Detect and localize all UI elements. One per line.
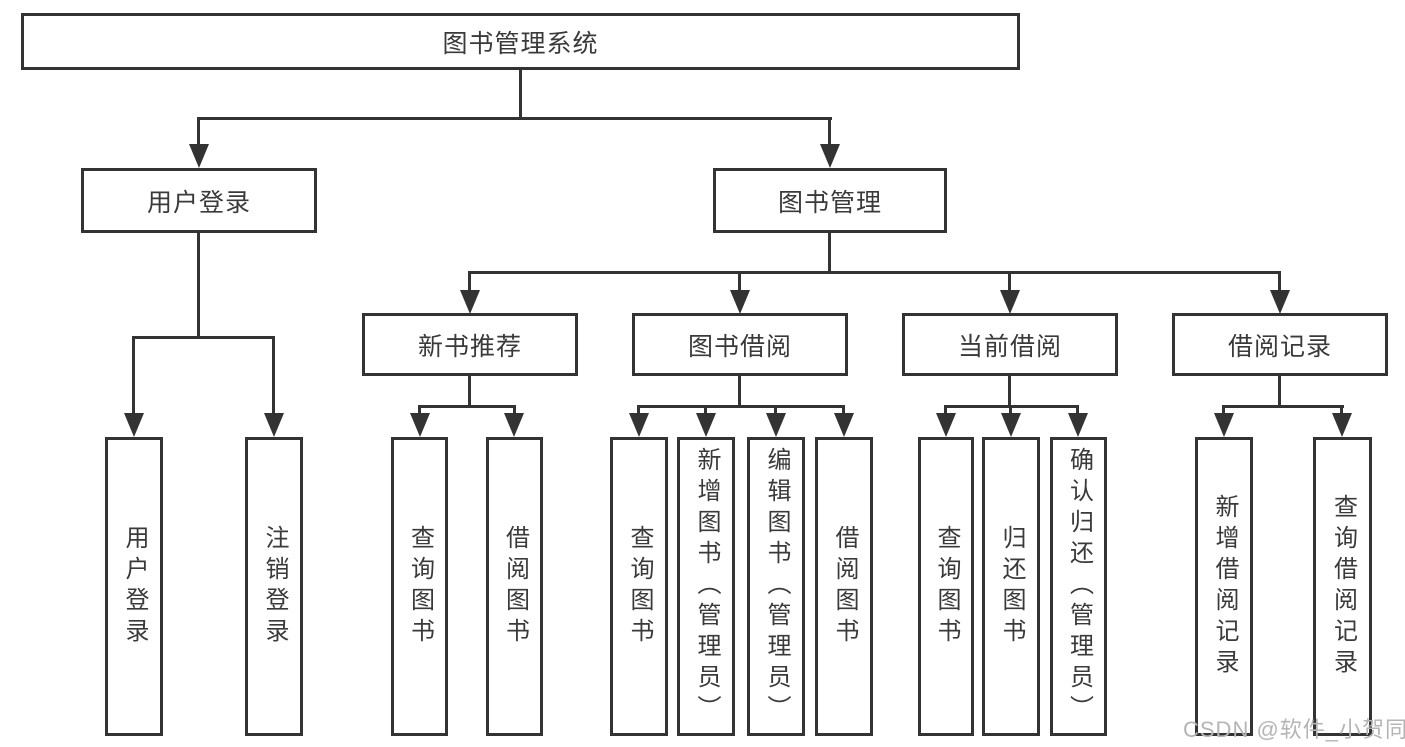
connector-drop-leaf xyxy=(842,405,845,416)
connector-drop-leaf xyxy=(418,405,421,416)
connector-drop-leaf xyxy=(1222,405,1225,416)
connector-drop-level3 xyxy=(468,271,471,293)
connector-drop-leaf xyxy=(272,336,275,416)
connector-drop-book-management xyxy=(828,117,831,147)
csdn-watermark: CSDN @软件_小贺同学 xyxy=(1183,717,1405,742)
connector-book-management-branch xyxy=(468,271,1281,274)
connector-borrow-records-branch xyxy=(1222,405,1344,408)
node-root-title: 图书管理系统 xyxy=(21,13,1020,70)
connector-user-login-branch xyxy=(132,336,275,339)
connector-drop-leaf xyxy=(637,405,640,416)
arrow-down-icon xyxy=(1332,413,1352,437)
connector-book-management-stem xyxy=(828,232,831,273)
leaf-query-books: 查询图书 xyxy=(391,437,448,736)
connector-book-borrowing-stem xyxy=(738,375,741,407)
arrow-down-icon xyxy=(766,413,786,437)
arrow-down-icon xyxy=(834,413,854,437)
connector-root-stem xyxy=(519,69,522,118)
connector-user-login-stem xyxy=(197,232,200,338)
connector-drop-leaf xyxy=(1009,405,1012,416)
connector-drop-leaf xyxy=(944,405,947,416)
connector-new-books-branch xyxy=(418,405,516,408)
arrow-down-icon xyxy=(696,413,716,437)
node-borrow-records: 借阅记录 xyxy=(1172,313,1388,376)
node-book-management: 图书管理 xyxy=(713,168,947,233)
arrow-down-icon xyxy=(1270,290,1290,314)
connector-current-borrowing-stem xyxy=(1008,375,1011,407)
connector-drop-leaf xyxy=(704,405,707,416)
arrow-down-icon xyxy=(820,144,840,168)
connector-book-borrowing-branch xyxy=(637,405,845,408)
leaf-confirm-return-admin: 确认归还（管理员） xyxy=(1050,437,1107,736)
connector-drop-leaf xyxy=(1340,405,1343,416)
arrow-down-icon xyxy=(1068,413,1088,437)
connector-drop-leaf xyxy=(132,336,135,416)
connector-drop-leaf xyxy=(774,405,777,416)
connector-drop-user-login xyxy=(197,117,200,147)
leaf-query-borrow-record: 查询借阅记录 xyxy=(1313,437,1372,736)
arrow-down-icon xyxy=(629,413,649,437)
leaf-return-books: 归还图书 xyxy=(982,437,1040,736)
leaf-add-books-admin: 新增图书（管理员） xyxy=(677,437,735,736)
arrow-down-icon xyxy=(460,290,480,314)
arrow-down-icon xyxy=(189,144,209,168)
leaf-logout: 注销登录 xyxy=(245,437,303,736)
leaf-query-books: 查询图书 xyxy=(918,437,974,736)
arrow-down-icon xyxy=(1214,413,1234,437)
node-current-borrowing: 当前借阅 xyxy=(902,313,1118,376)
leaf-user-login: 用户登录 xyxy=(105,437,163,736)
node-new-book-recommend: 新书推荐 xyxy=(362,313,578,376)
leaf-add-borrow-record: 新增借阅记录 xyxy=(1195,437,1253,736)
connector-drop-leaf xyxy=(513,405,516,416)
leaf-edit-books-admin: 编辑图书（管理员） xyxy=(747,437,805,736)
connector-drop-level3 xyxy=(738,271,741,293)
node-user-login: 用户登录 xyxy=(81,168,317,233)
connector-borrow-records-stem xyxy=(1278,375,1281,407)
arrow-down-icon xyxy=(1001,413,1021,437)
leaf-borrow-books: 借阅图书 xyxy=(486,437,543,736)
arrow-down-icon xyxy=(936,413,956,437)
node-book-borrowing: 图书借阅 xyxy=(632,313,848,376)
arrow-down-icon xyxy=(1000,290,1020,314)
leaf-query-books: 查询图书 xyxy=(610,437,668,736)
connector-new-books-stem xyxy=(468,375,471,407)
connector-drop-level3 xyxy=(1278,271,1281,293)
connector-root-branch xyxy=(197,117,832,120)
connector-drop-level3 xyxy=(1008,271,1011,293)
arrow-down-icon xyxy=(410,413,430,437)
arrow-down-icon xyxy=(730,290,750,314)
arrow-down-icon xyxy=(124,413,144,437)
arrow-down-icon xyxy=(504,413,524,437)
connector-drop-leaf xyxy=(1076,405,1079,416)
leaf-borrow-books: 借阅图书 xyxy=(815,437,873,736)
arrow-down-icon xyxy=(264,413,284,437)
